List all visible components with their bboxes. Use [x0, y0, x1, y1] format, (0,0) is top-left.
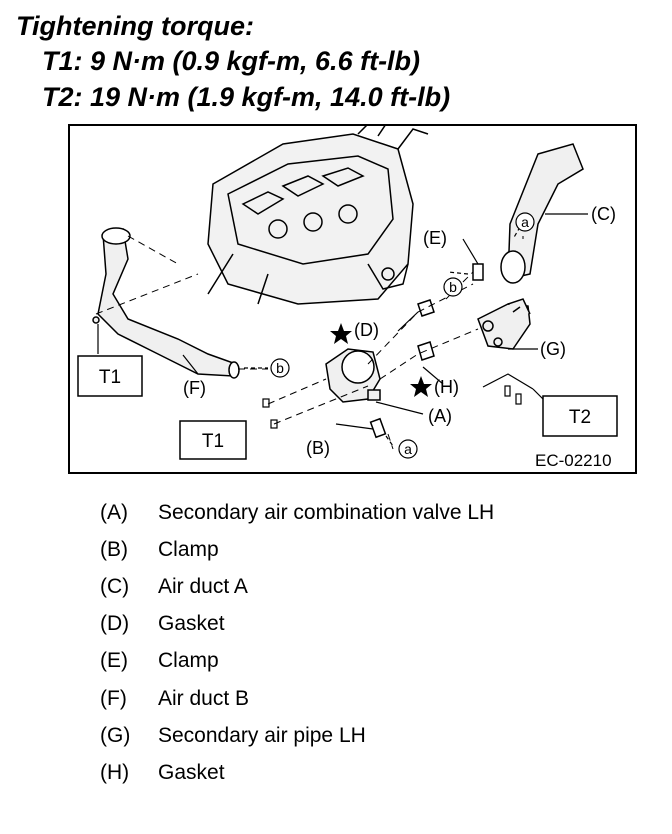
ref-b-left: b [276, 360, 284, 376]
air-duct-a [500, 143, 584, 284]
combination-valve [325, 348, 381, 403]
t1-label-left: T1 [99, 367, 121, 388]
legend-item: (A) Secondary air combination valve LH [100, 500, 494, 526]
legend-item: (B) Clamp [100, 537, 219, 563]
air-duct-b [92, 227, 240, 379]
legend-key: (F) [100, 687, 127, 710]
legend-item: (H) Gasket [100, 760, 225, 786]
t1-box-left [77, 355, 143, 397]
label-h: (H) [434, 377, 459, 397]
torque-t1: T1: 9 N·m (0.9 kgf-m, 6.6 ft-lb) [42, 46, 421, 76]
engine-block [207, 124, 429, 305]
legend-key: (D) [100, 612, 130, 635]
ref-a-bottom: a [404, 441, 412, 457]
circled-refs [270, 212, 535, 459]
legend-text: Clamp [158, 649, 219, 672]
t1-box-bottom [179, 420, 247, 460]
clamp-e [472, 263, 484, 281]
label-e: (E) [423, 228, 447, 248]
star-markers [330, 323, 432, 397]
legend-text: Air duct B [158, 687, 250, 710]
leader-lines [97, 213, 588, 430]
legend-text: Air duct A [158, 575, 248, 598]
legend-key: (G) [100, 724, 131, 747]
legend-text: Gasket [158, 612, 225, 635]
legend-text: Secondary air combination valve LH [158, 501, 495, 524]
label-b: (B) [306, 438, 330, 458]
legend-key: (B) [100, 538, 128, 561]
heading-title: Tightening torque: [16, 11, 254, 41]
legend-item: (E) Clamp [100, 648, 219, 674]
legend-item: (F) Air duct B [100, 686, 249, 712]
legend-key: (A) [100, 501, 128, 524]
legend-item: (G) Secondary air pipe LH [100, 723, 366, 749]
legend-key: (E) [100, 649, 128, 672]
legend-text: Clamp [158, 538, 219, 561]
exploded-diagram: a b b a T1 T1 T2 (C) (E) (D) (G) (F) (H)… [68, 124, 637, 474]
circle-b-right [443, 277, 463, 297]
t2-label: T2 [569, 407, 591, 428]
label-d: (D) [354, 320, 379, 340]
label-a: (A) [428, 406, 452, 426]
torque-boxes [77, 355, 618, 460]
circle-a-bottom [398, 439, 418, 459]
t1-label-bottom: T1 [202, 431, 224, 452]
ref-b-right: b [449, 279, 457, 295]
clamp-b [369, 417, 387, 439]
circle-b-left [270, 358, 290, 378]
legend-text: Gasket [158, 761, 225, 784]
legend-key: (H) [100, 761, 130, 784]
label-g: (G) [540, 339, 566, 359]
figure-code: EC-02210 [535, 451, 612, 470]
legend-item: (C) Air duct A [100, 574, 248, 600]
circle-a-top [515, 212, 535, 232]
legend-text: Secondary air pipe LH [158, 724, 366, 747]
label-f: (F) [183, 378, 206, 398]
label-c: (C) [591, 204, 616, 224]
legend-item: (D) Gasket [100, 611, 225, 637]
legend-key: (C) [100, 575, 130, 598]
ref-a-top: a [521, 214, 529, 230]
secondary-air-pipe [477, 298, 531, 350]
t2-box [542, 395, 618, 437]
torque-t2: T2: 19 N·m (1.9 kgf-m, 14.0 ft-lb) [42, 82, 451, 112]
